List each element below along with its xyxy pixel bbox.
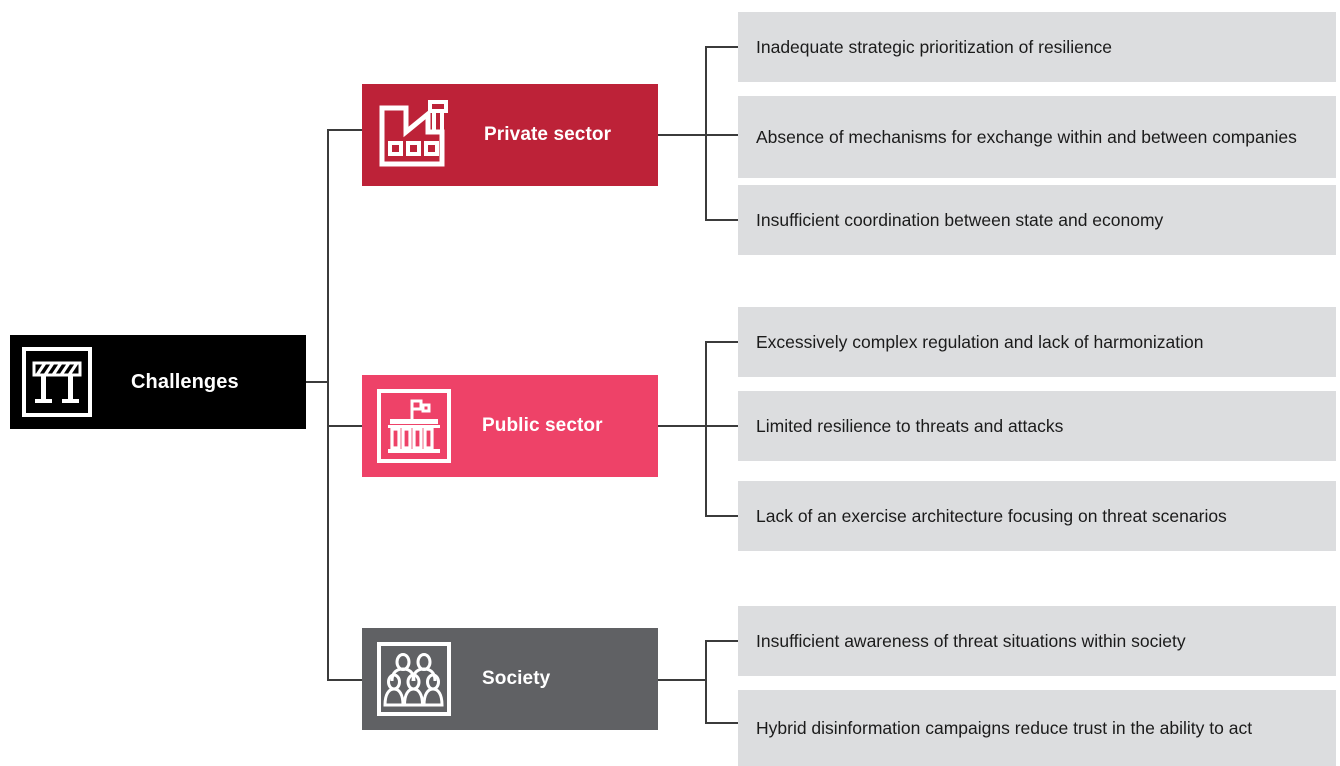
connector-root-to-society — [327, 679, 364, 681]
leaf-box[interactable]: Lack of an exercise architecture focusin… — [738, 481, 1336, 551]
leaf-box[interactable]: Limited resilience to threats and attack… — [738, 391, 1336, 461]
node-society[interactable]: Society — [362, 628, 658, 730]
leaf-box[interactable]: Insufficient coordination between state … — [738, 185, 1336, 255]
leaf-text: Lack of an exercise architecture focusin… — [756, 506, 1227, 526]
connector-society-to-leaf-6 — [705, 640, 740, 642]
people-group-icon — [376, 641, 452, 717]
factory-icon — [376, 98, 454, 172]
connector-society-stem — [656, 679, 707, 681]
leaf-text: Excessively complex regulation and lack … — [756, 332, 1204, 352]
government-building-icon — [376, 388, 452, 464]
connector-public-to-leaf-5 — [705, 515, 740, 517]
node-challenges-label: Challenges — [131, 370, 239, 393]
connector-society-trunk — [705, 640, 707, 724]
connector-public-stem — [656, 425, 707, 427]
connector-private-to-leaf-0 — [705, 46, 740, 48]
connector-private-trunk — [705, 46, 707, 221]
leaf-box[interactable]: Inadequate strategic prioritization of r… — [738, 12, 1336, 82]
connector-private-to-leaf-2 — [705, 219, 740, 221]
node-public-sector-label: Public sector — [482, 415, 603, 436]
connector-private-stem — [656, 134, 707, 136]
node-challenges[interactable]: Challenges — [10, 335, 306, 429]
connector-public-to-leaf-4 — [705, 425, 740, 427]
leaf-box[interactable]: Absence of mechanisms for exchange withi… — [738, 96, 1336, 178]
node-society-label: Society — [482, 668, 551, 689]
connector-private-to-leaf-1 — [705, 134, 740, 136]
node-private-sector-label: Private sector — [484, 124, 612, 145]
connector-root-to-public — [327, 425, 364, 427]
leaf-text: Hybrid disinformation campaigns reduce t… — [756, 718, 1253, 738]
connector-public-trunk — [705, 341, 707, 516]
node-private-sector[interactable]: Private sector — [362, 84, 658, 186]
connector-root-trunk — [327, 129, 329, 681]
connector-root-stem — [306, 381, 329, 383]
leaf-box[interactable]: Excessively complex regulation and lack … — [738, 307, 1336, 377]
barrier-icon — [21, 346, 93, 418]
connector-root-to-private — [327, 129, 364, 131]
connector-society-to-leaf-7 — [705, 722, 740, 724]
leaf-text: Insufficient awareness of threat situati… — [756, 631, 1186, 651]
leaf-box[interactable]: Hybrid disinformation campaigns reduce t… — [738, 690, 1336, 766]
leaf-box[interactable]: Insufficient awareness of threat situati… — [738, 606, 1336, 676]
leaf-text: Inadequate strategic prioritization of r… — [756, 37, 1113, 57]
connector-public-to-leaf-3 — [705, 341, 740, 343]
node-public-sector[interactable]: Public sector — [362, 375, 658, 477]
leaf-text: Limited resilience to threats and attack… — [756, 416, 1064, 436]
leaf-text: Absence of mechanisms for exchange withi… — [756, 127, 1297, 147]
leaf-text: Insufficient coordination between state … — [756, 210, 1164, 230]
